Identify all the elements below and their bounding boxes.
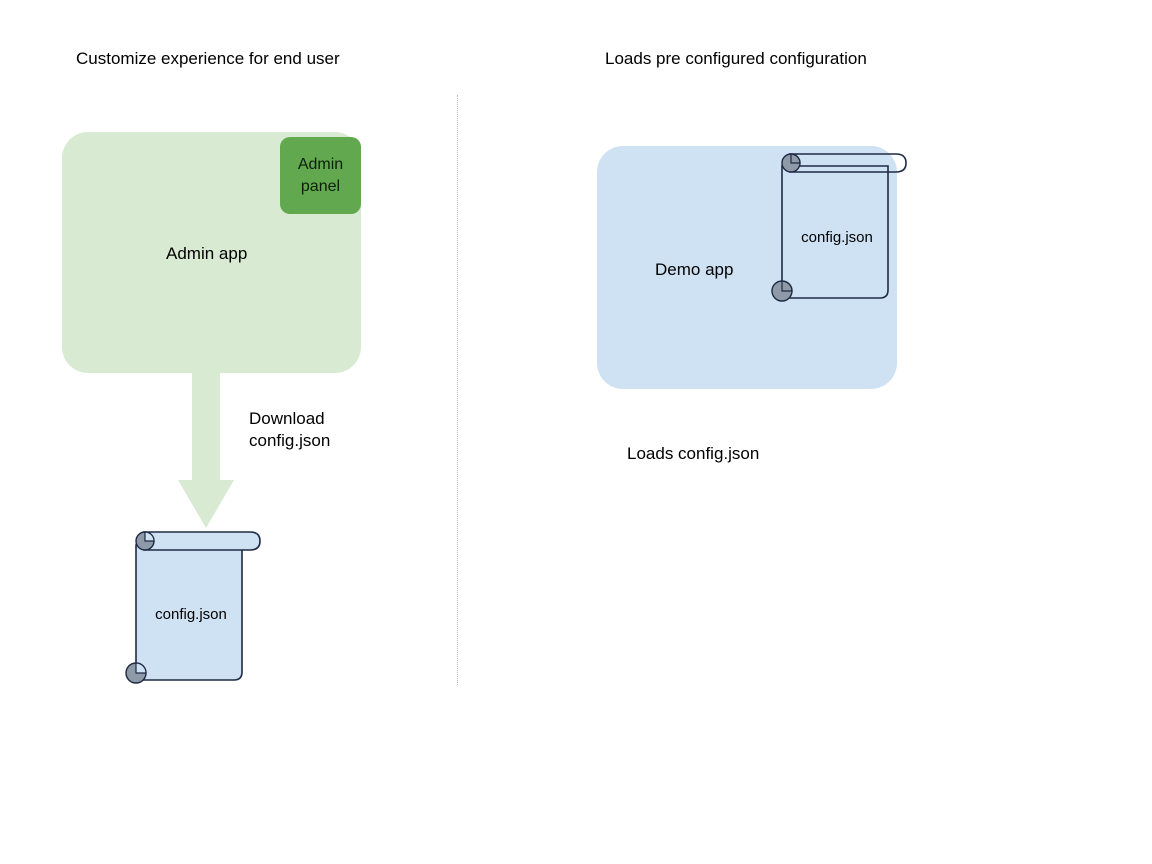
download-arrow-label: Download config.json	[249, 408, 330, 452]
admin-panel-chip[interactable]: Admin panel	[280, 137, 361, 214]
config-json-document-left-label: config.json	[155, 606, 227, 623]
admin-app-label: Admin app	[166, 244, 248, 263]
download-arrow-label-line1: Download	[249, 409, 325, 428]
admin-panel-chip-label-line1: Admin	[297, 155, 344, 173]
left-column-title: Customize experience for end user	[76, 49, 340, 68]
column-divider	[457, 95, 458, 685]
config-json-document-right[interactable]: config.json	[766, 150, 914, 310]
loads-config-caption: Loads config.json	[627, 444, 760, 463]
config-json-document-left[interactable]: config.json	[118, 527, 268, 692]
config-json-document-right-label: config.json	[801, 229, 873, 246]
admin-panel-chip-label: Admin panel	[298, 154, 343, 198]
download-arrow-label-line2: config.json	[249, 431, 331, 450]
demo-app-label: Demo app	[655, 260, 734, 279]
admin-panel-chip-label-line2: panel	[300, 177, 341, 195]
download-arrow-icon	[178, 370, 234, 528]
right-column-title: Loads pre configured configuration	[605, 49, 867, 68]
demo-app-container	[597, 146, 897, 389]
